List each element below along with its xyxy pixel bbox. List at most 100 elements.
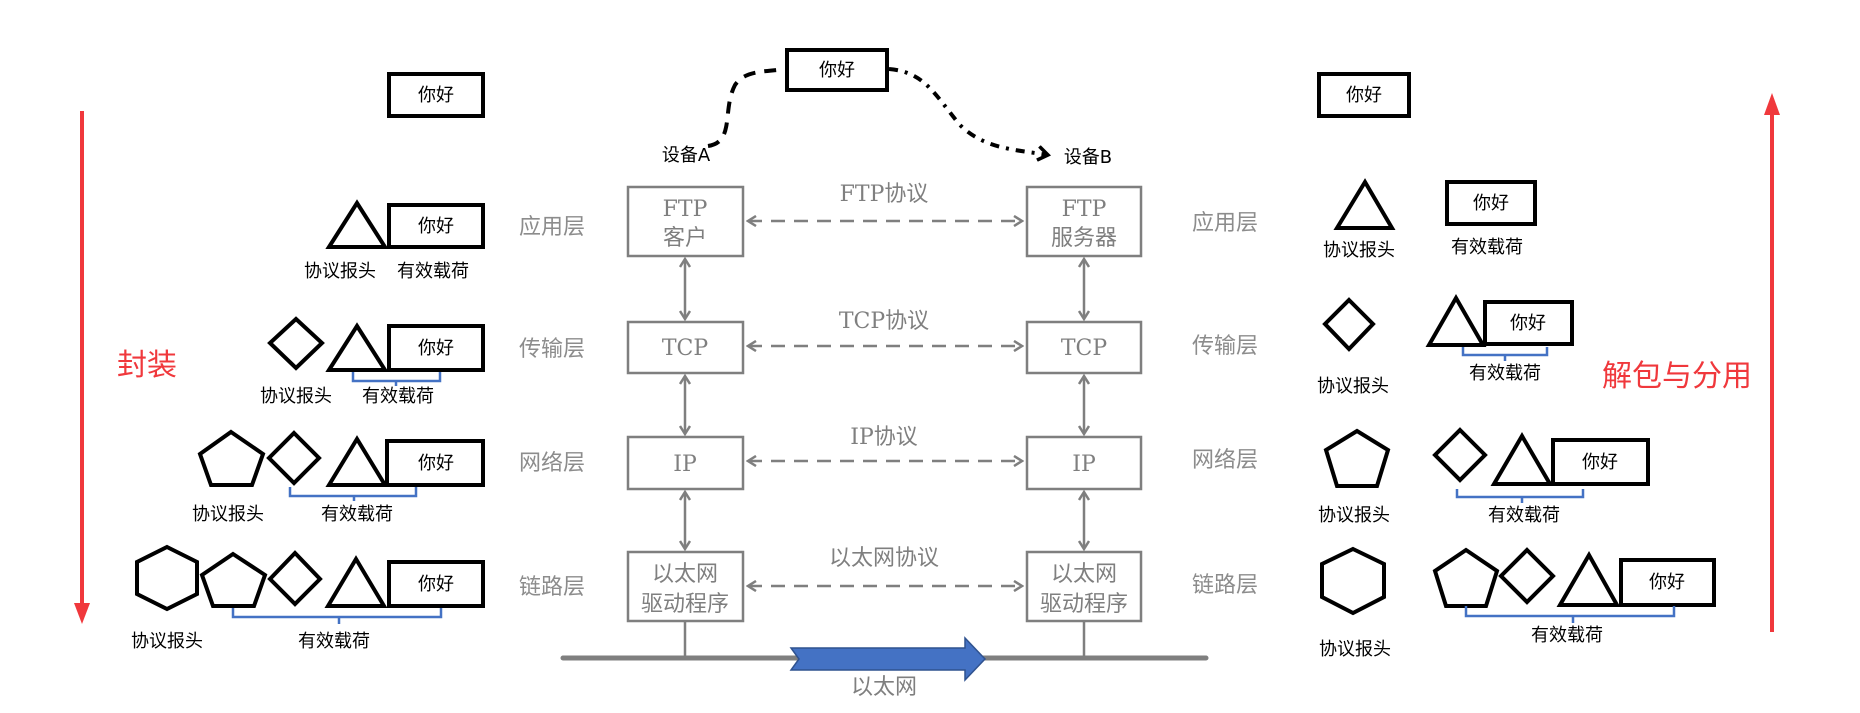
top-payload-box: [785, 48, 889, 92]
hexagon-header-icon: [1320, 546, 1386, 616]
ethernet-driver-right-line2: 驱动程序: [1040, 592, 1128, 617]
right-network-row: 你好 协议报头 有效载荷: [1318, 427, 1650, 526]
diamond-header-icon: [1322, 297, 1376, 352]
payload-label: 有效载荷: [1488, 505, 1560, 526]
payload-box: [387, 560, 485, 608]
ftp-server-line2: 服务器: [1051, 226, 1117, 251]
decapsulation-side: 应用层 传输层 网络层 链路层 你好 你好 协议报头 有效载荷 你好 协议报头 …: [1192, 72, 1780, 660]
ip-right-box: [1025, 435, 1143, 491]
payload-text: 你好: [418, 216, 454, 237]
ip-left-box: [626, 435, 745, 491]
encapsulation-label: 封装: [117, 348, 177, 383]
layer-name-network-left: 网络层: [519, 451, 585, 476]
top-payload-text: 你好: [819, 60, 855, 81]
ftp-client-line2: 客户: [663, 226, 707, 251]
triangle-icon: [324, 555, 388, 608]
header-label: 协议报头: [131, 631, 203, 652]
diamond-icon: [266, 430, 322, 486]
dashed-curve-right-arrow: [888, 67, 1048, 155]
tcp-right-box: [1025, 320, 1143, 375]
payload-bracket: [288, 487, 418, 501]
triangle-header-icon: [1333, 178, 1396, 230]
payload-label: 有效载荷: [1531, 625, 1603, 646]
triangle-icon: [325, 435, 389, 487]
ip-left-text: IP: [673, 452, 697, 477]
payload-label: 有效载荷: [362, 386, 434, 407]
header-label: 协议报头: [1317, 376, 1389, 397]
tcp-protocol-label: TCP协议: [839, 309, 929, 334]
payload-box: [1619, 558, 1716, 607]
payload-box: [1551, 438, 1650, 486]
tcp-left-text: TCP: [662, 336, 709, 361]
layer-name-application-right: 应用层: [1192, 211, 1258, 236]
ip-protocol-label: IP协议: [850, 425, 918, 450]
header-label: 协议报头: [1323, 240, 1395, 261]
right-link-row: 你好 协议报头 有效载荷: [1319, 546, 1716, 660]
payload-box: [1483, 300, 1574, 346]
header-label: 协议报头: [260, 386, 332, 407]
ftp-server-box: [1025, 185, 1143, 258]
tcp-right-text: TCP: [1061, 336, 1108, 361]
payload-text: 你好: [1510, 313, 1546, 334]
payload-label: 有效载荷: [1469, 363, 1541, 384]
layer-name-link-left: 链路层: [519, 575, 585, 600]
encapsulation-side: 封装 你好 你好 协议报头 有效载荷 你好 协议报头 有效载荷: [74, 72, 585, 652]
triangle-icon: [1425, 293, 1487, 347]
header-label: 协议报头: [1318, 505, 1390, 526]
payload-box: [387, 203, 485, 249]
payload-label: 有效载荷: [397, 261, 469, 282]
encapsulation-arrow-head: [74, 603, 90, 624]
top-message: 你好 设备A 设备B: [662, 48, 1112, 168]
triangle-icon: [1490, 432, 1554, 486]
payload-text: 你好: [1473, 193, 1509, 214]
dashed-curve-left: [707, 67, 786, 148]
payload-text: 你好: [1649, 572, 1685, 593]
right-application-row: 你好 协议报头 有效载荷: [1323, 178, 1537, 261]
diamond-icon: [267, 550, 323, 607]
triangle-icon: [325, 322, 389, 372]
header-label: 协议报头: [192, 504, 264, 525]
layer-name-link-right: 链路层: [1192, 573, 1258, 598]
right-top-payload-text: 你好: [1346, 85, 1382, 106]
tcp-left-box: [626, 320, 745, 375]
ftp-protocol-label: FTP协议: [840, 182, 929, 207]
payload-label: 有效载荷: [1451, 237, 1523, 258]
left-network-row: 你好 协议报头 有效载荷: [192, 429, 485, 525]
left-application-row: 你好 协议报头 有效载荷: [304, 199, 485, 282]
payload-text: 你好: [1582, 452, 1618, 473]
ethernet-driver-right-box: [1025, 550, 1143, 623]
right-top-payload-box: [1317, 72, 1411, 118]
payload-label: 有效载荷: [321, 504, 393, 525]
right-transport-row: 你好 协议报头 有效载荷: [1317, 293, 1574, 397]
triangle-header-icon: [325, 199, 389, 249]
device-a-label: 设备A: [662, 145, 711, 166]
left-top-payload-text: 你好: [418, 85, 454, 106]
payload-box: [385, 439, 485, 487]
pentagon-header-icon: [197, 429, 266, 487]
ethernet-protocol-label: 以太网协议: [829, 546, 939, 571]
diamond-icon: [1498, 547, 1556, 605]
left-transport-row: 你好 协议报头 有效载荷: [260, 316, 485, 407]
layer-name-transport-left: 传输层: [519, 337, 585, 362]
payload-text: 你好: [418, 574, 454, 595]
payload-text: 你好: [418, 338, 454, 359]
layer-name-transport-right: 传输层: [1192, 334, 1258, 359]
protocol-stacks: FTP 客户 FTP 服务器 FTP协议 TCP TCP TCP协议 IP IP…: [560, 182, 1209, 700]
pentagon-icon: [199, 551, 268, 608]
header-label: 协议报头: [304, 261, 376, 282]
left-link-row: 你好 协议报头 有效载荷: [131, 544, 485, 652]
payload-bracket: [231, 608, 443, 624]
ethernet-medium-label: 以太网: [851, 675, 917, 700]
ftp-client-line1: FTP: [663, 197, 708, 222]
payload-box: [387, 324, 485, 372]
payload-bracket: [1461, 347, 1549, 361]
payload-bracket: [351, 372, 442, 386]
ftp-server-line1: FTP: [1062, 197, 1107, 222]
triangle-icon: [1556, 550, 1621, 607]
decapsulation-arrow-head: [1764, 93, 1780, 115]
layer-name-application-left: 应用层: [519, 215, 585, 240]
payload-text: 你好: [418, 453, 454, 474]
payload-label: 有效载荷: [298, 631, 370, 652]
layer-name-network-right: 网络层: [1192, 448, 1258, 473]
